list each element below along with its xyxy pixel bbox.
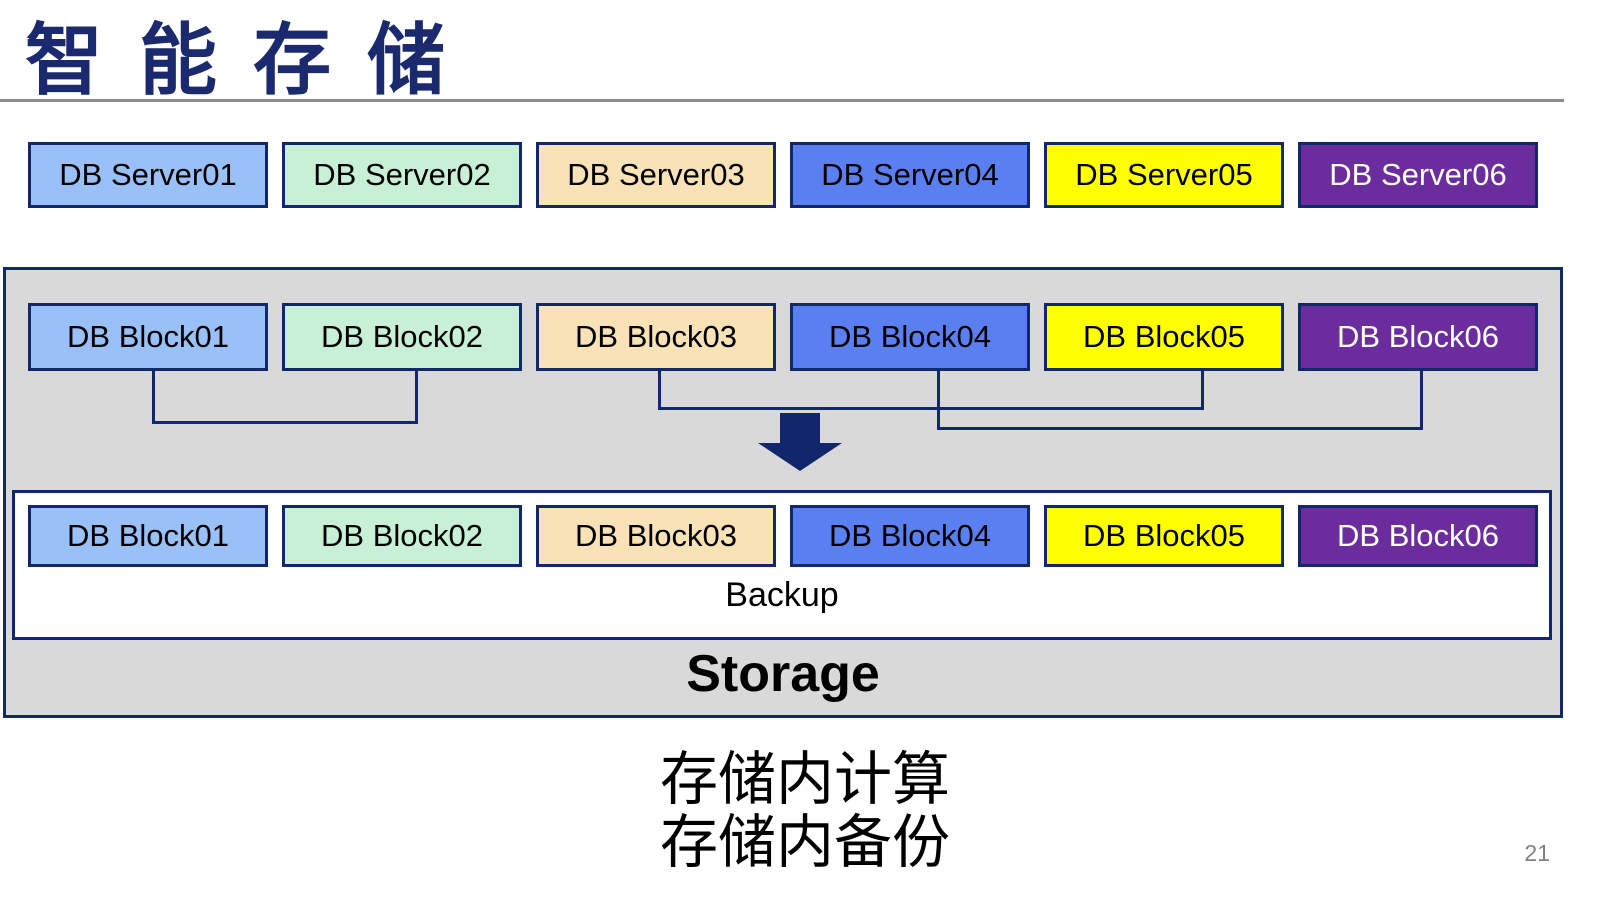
backup-box (12, 490, 1552, 640)
db-block-box: DB Block06 (1298, 303, 1538, 371)
db-block-box: DB Block05 (1044, 505, 1284, 567)
caption-line-1: 存储内计算 (660, 747, 951, 812)
connector-block03-block05 (1201, 371, 1204, 410)
backup-label: Backup (725, 576, 839, 614)
db-block-box: DB Block04 (790, 303, 1030, 371)
db-server-box: DB Server06 (1298, 142, 1538, 208)
db-block-box: DB Block02 (282, 505, 522, 567)
db-block-box: DB Block02 (282, 303, 522, 371)
db-server-box: DB Server05 (1044, 142, 1284, 208)
slide-title: 智能存储 (25, 16, 482, 104)
page-number: 21 (1524, 840, 1550, 866)
db-block-box: DB Block01 (28, 505, 268, 567)
connector-block01-block02 (415, 371, 418, 424)
caption-line-2: 存储内备份 (660, 810, 951, 875)
db-block-box: DB Block06 (1298, 505, 1538, 567)
caption-text: 存储内计算 存储内备份 (660, 748, 950, 874)
connector-block04-block06 (937, 371, 940, 430)
connector-block01-block02 (152, 371, 155, 424)
db-server-box: DB Server01 (28, 142, 268, 208)
db-block-box: DB Block05 (1044, 303, 1284, 371)
connector-block03-block05 (658, 371, 661, 410)
db-server-box: DB Server04 (790, 142, 1030, 208)
db-server-box: DB Server03 (536, 142, 776, 208)
down-arrow-icon (758, 413, 842, 471)
db-server-box: DB Server02 (282, 142, 522, 208)
db-block-box: DB Block01 (28, 303, 268, 371)
db-block-box: DB Block03 (536, 303, 776, 371)
db-block-box: DB Block03 (536, 505, 776, 567)
db-block-box: DB Block04 (790, 505, 1030, 567)
storage-label: Storage (686, 645, 880, 703)
connector-block04-block06 (937, 427, 1423, 430)
connector-block01-block02 (152, 421, 418, 424)
connector-block04-block06 (1420, 371, 1423, 430)
connector-block03-block05 (658, 407, 1204, 410)
title-divider-line (0, 99, 1564, 102)
